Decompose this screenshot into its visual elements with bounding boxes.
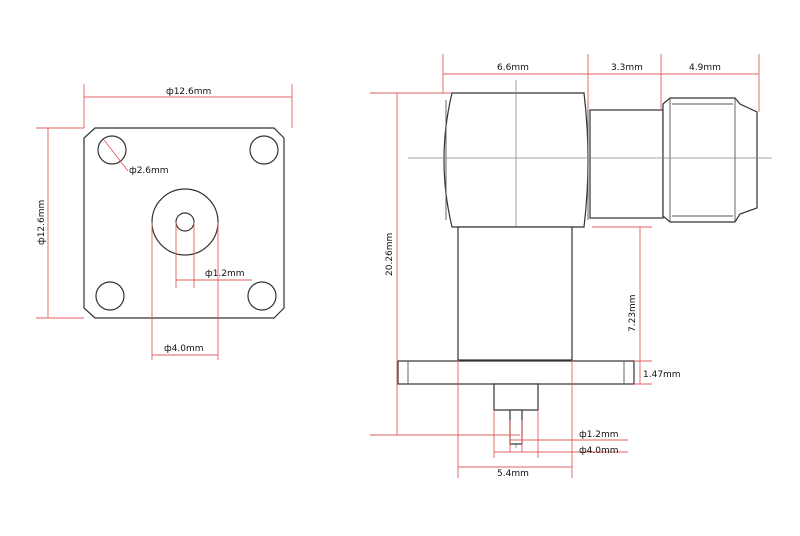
neck-length-label: 3.3mm	[611, 63, 643, 73]
flange-width-label: ф12.6mm	[166, 87, 211, 97]
body-width-label: 6.6mm	[497, 63, 529, 73]
front-view: ф12.6mm ф12.6mm ф2.6mm ф1.2mm ф4.0mm	[36, 84, 293, 360]
bottom-dielectric	[493, 383, 539, 411]
side-dielectric-diameter-label: ф4.0mm	[579, 446, 619, 456]
hole-diameter-leader	[103, 139, 129, 172]
mounting-hole-bottom-right	[247, 281, 277, 311]
flange-plate	[397, 360, 635, 385]
hole-diameter-label: ф2.6mm	[129, 166, 169, 176]
stem-width-label: 5.4mm	[497, 469, 529, 479]
side-view: 6.6mm 3.3mm 4.9mm 20.26mm 7.23mm 1.47mm …	[370, 54, 772, 479]
flange-height-label: ф12.6mm	[37, 200, 47, 245]
neck	[589, 109, 664, 219]
mounting-hole-bottom-left	[95, 281, 125, 311]
stem-height-label: 7.23mm	[628, 294, 638, 332]
bottom-pin	[509, 409, 523, 445]
side-pin-diameter-label: ф1.2mm	[579, 430, 619, 440]
total-height-label: 20.26mm	[385, 233, 395, 276]
pin-diameter-label: ф1.2mm	[205, 269, 245, 279]
center-pin-circle	[175, 212, 195, 232]
mounting-hole-top-right	[249, 135, 279, 165]
threaded-connector	[662, 97, 758, 223]
stem	[457, 226, 573, 361]
dielectric-diameter-label: ф4.0mm	[164, 344, 204, 354]
connector-length-label: 4.9mm	[689, 63, 721, 73]
flange-thickness-label: 1.47mm	[643, 370, 681, 380]
